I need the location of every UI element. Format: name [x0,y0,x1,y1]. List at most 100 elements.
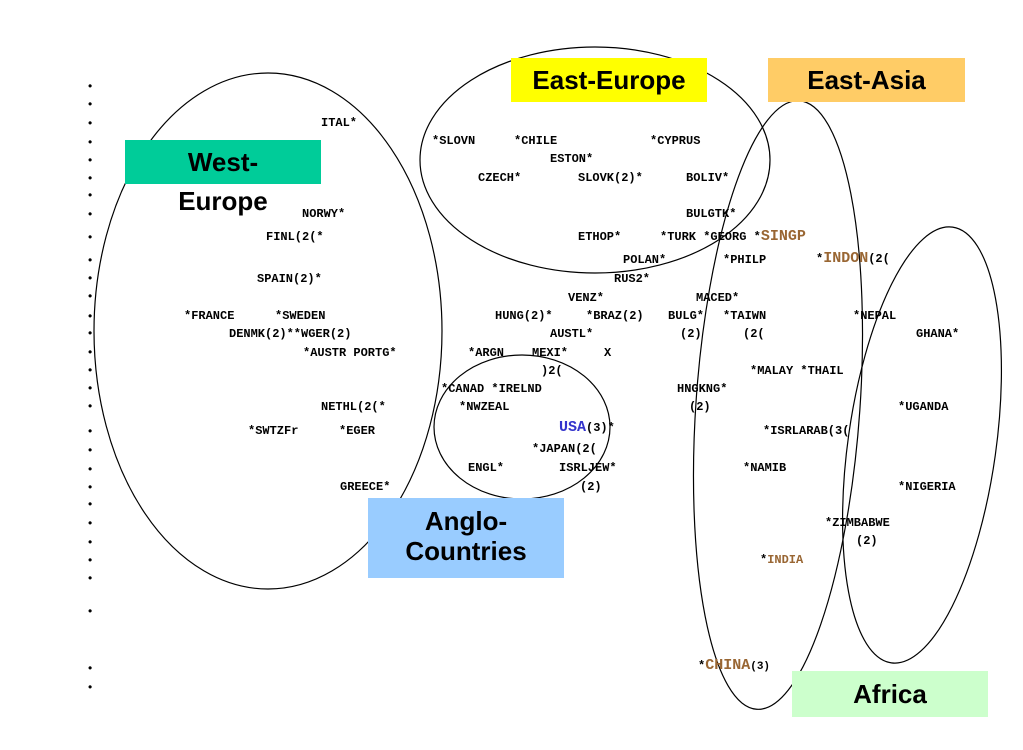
region-label-anglo: Anglo- Countries [368,498,564,578]
country-philp: *PHILP [723,253,767,267]
country-denmk-wger: DENMK(2)**WGER(2) [229,327,352,341]
country-ethop: ETHOP* [578,230,622,244]
country-engl: ENGL* [468,461,505,475]
bullet: • [88,661,93,675]
mexi-count: )2( [541,364,563,378]
country-china: *CHINA(3) [698,657,771,674]
bullet: • [88,480,93,494]
country-czech: CZECH* [478,171,522,185]
country-nepal: *NEPAL [853,309,897,323]
country-sweden: *SWEDEN [275,309,326,323]
country-eger: *EGER [339,424,376,438]
china-prefix: * [698,659,706,673]
country-namib: *NAMIB [743,461,787,475]
india-prefix: * [760,553,768,567]
country-taiwn: *TAIWN [723,309,767,323]
bullet: • [88,79,93,93]
country-polan: POLAN* [623,253,667,267]
region-label-text: Africa [853,679,927,709]
region-label-text: East-Europe [532,65,686,95]
region-label-africa: Africa [792,671,988,717]
country-boliv: BOLIV* [686,171,730,185]
bullet: • [88,230,93,244]
country-mexi: MEXI* [532,346,569,360]
country-ital: ITAL* [321,116,358,130]
bullet: • [88,363,93,377]
country-norwy: NORWY* [302,207,346,221]
country-nwzeal: *NWZEAL [459,400,510,414]
country-cyprus: *CYPRUS [650,134,701,148]
bullet: • [88,116,93,130]
taiwn-count: (2) [680,327,702,341]
country-x: X [604,346,612,360]
china-suffix: (3) [750,661,771,673]
nepal-count: (2( [743,327,765,341]
bullet: • [88,497,93,511]
region-label-east-europe: East-Europe [511,58,707,102]
india-name: INDIA [767,553,804,567]
bullet: • [88,381,93,395]
country-finl: FINL(2(* [266,230,324,244]
country-eston: ESTON* [550,152,594,166]
country-usa: USA(3)* [559,419,615,436]
bullet: • [88,326,93,340]
country-bulg: BULG* [668,309,705,323]
bullet: • [88,289,93,303]
east-europe-ellipse [419,46,771,274]
bullet: • [88,571,93,585]
bullet: • [88,462,93,476]
bullet: • [88,604,93,618]
west-europe-bg [125,140,321,184]
region-label-west-europe: West- Europe [125,140,321,216]
west-europe-ellipse [93,72,443,590]
bullet: • [88,271,93,285]
usa-name: USA [559,419,587,436]
indon-name: INDON [823,250,869,267]
country-uganda: *UGANDA [898,400,949,414]
country-malay-thail: *MALAY *THAIL [750,364,844,378]
turk-georg-text: *TURK *GEORG * [660,230,761,244]
china-name: CHINA [705,657,751,674]
country-braz: *BRAZ(2) [586,309,644,323]
country-slovk: SLOVK(2)* [578,171,643,185]
bullet: • [88,345,93,359]
country-france: *FRANCE [184,309,235,323]
country-nigeria: *NIGERIA [898,480,956,494]
country-hngkng: HNGKNG* [677,382,728,396]
bullet: • [88,253,93,267]
africa-ellipse [841,226,1003,664]
region-label-text: East-Asia [807,65,926,95]
country-spain: SPAIN(2)* [257,272,322,286]
region-label-line2: Europe [178,186,268,216]
zimbabwe-count: (2) [856,534,878,548]
region-label-line2: Countries [405,536,527,566]
country-swtzfr: *SWTZFr [248,424,299,438]
bullet: • [88,309,93,323]
country-chile: *CHILE [514,134,558,148]
region-label-line1: West- [187,147,259,177]
country-rus2: RUS2* [614,272,651,286]
country-japan: *JAPAN(2( [532,442,597,456]
bullet: • [88,399,93,413]
country-greece: GREECE* [340,480,391,494]
bullet: • [88,680,93,694]
country-bulgtk: BULGTK* [686,207,737,221]
country-ghana: GHANA* [916,327,960,341]
country-hung: HUNG(2)* [495,309,553,323]
country-argn: *ARGN [468,346,505,360]
country-maced: MACED* [696,291,740,305]
country-turk-georg: *TURK *GEORG *SINGP [660,228,806,245]
region-label-line1: Anglo- [424,506,508,536]
country-nethl: NETHL(2(* [321,400,386,414]
country-singp: SINGP [760,228,806,245]
bullet: • [88,516,93,530]
bullet: • [88,207,93,221]
indon-suffix: (2( [868,252,890,266]
country-indon: *INDON(2( [816,250,890,267]
bullet: • [88,424,93,438]
bullet: • [88,153,93,167]
bullet: • [88,97,93,111]
region-label-east-asia: East-Asia [768,58,965,102]
country-india: *INDIA [760,553,803,567]
country-isrlarab: *ISRLARAB(3( [763,424,850,438]
